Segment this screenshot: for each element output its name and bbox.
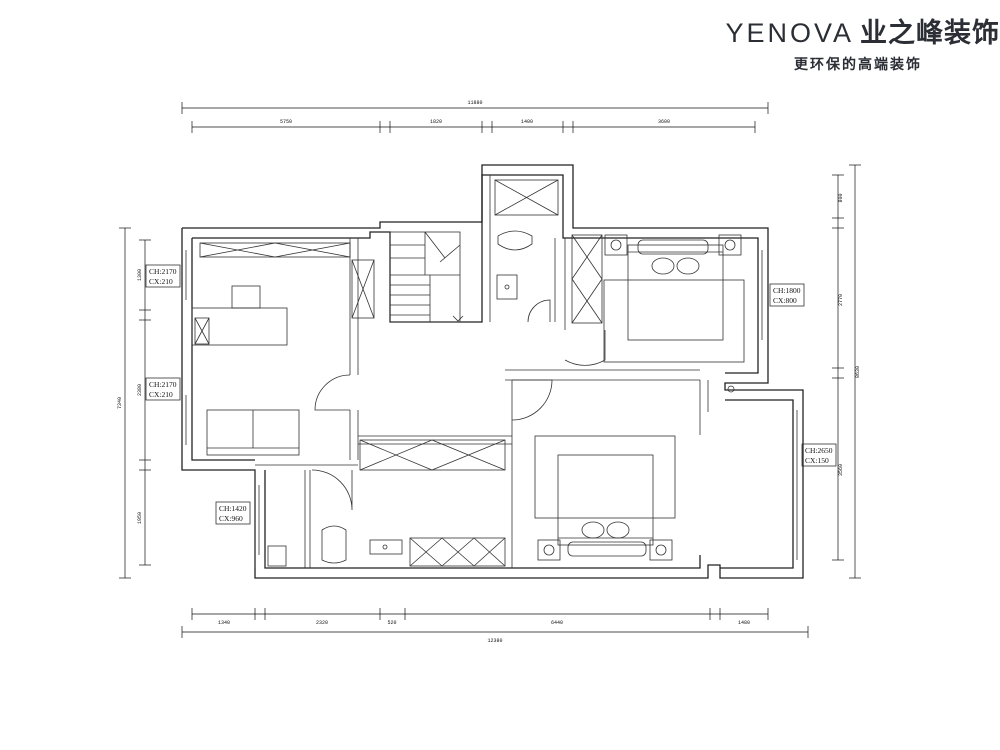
dim-bottom-seg-5: 1480	[738, 620, 750, 626]
window-label-5-ch: CH:2650	[805, 446, 833, 455]
window-label-3-ch: CH:1420	[219, 504, 247, 513]
dim-right-seg-3: 3560	[838, 464, 844, 476]
right-dimensions: 800 2770 3560 8630	[832, 164, 861, 579]
dim-right-overall: 8630	[855, 366, 861, 378]
window-label-2-cx: CX:210	[149, 390, 173, 399]
dim-top-overall: 11880	[467, 100, 482, 106]
brand-name-latin: YENOVA	[725, 18, 854, 48]
study-furniture	[191, 285, 300, 456]
brand-tagline: 更环保的高端装饰	[794, 57, 922, 73]
bottom-dimensions: 1340 2320 520 6440 1480 12380	[181, 608, 809, 644]
window-label-1-ch: CH:2170	[149, 267, 177, 276]
bedroom-1	[603, 234, 745, 363]
dim-left-seg-1: 1300	[137, 269, 143, 281]
doors	[311, 299, 606, 511]
exterior-walls	[181, 164, 804, 579]
dim-right-seg-1: 800	[838, 193, 844, 202]
windows	[185, 250, 798, 560]
window-label-3-cx: CX:960	[219, 514, 243, 523]
top-dimensions: 11880 5750 1820 1400 3600	[181, 100, 769, 133]
left-dimensions: 7340 1300 2380 1950	[117, 227, 151, 579]
wardrobes	[194, 234, 603, 567]
dim-bottom-seg-2: 2320	[316, 620, 328, 626]
dim-top-seg-2: 1820	[430, 119, 442, 125]
bedroom-2	[534, 435, 676, 561]
window-labels: CH:2170 CX:210 CH:2170 CX:210 CH:1420 CX…	[145, 264, 837, 525]
dim-bottom-seg-1: 1340	[218, 620, 230, 626]
dim-top-seg-4: 3600	[658, 119, 670, 125]
dim-left-seg-3: 1950	[137, 512, 143, 524]
staircase	[389, 231, 464, 323]
brand-name-cn: 业之峰装饰	[860, 18, 1000, 49]
dim-top-seg-3: 1400	[521, 119, 533, 125]
dim-bottom-seg-3: 520	[387, 620, 396, 626]
window-label-4-cx: CX:800	[773, 296, 797, 305]
drain-icon	[727, 385, 735, 393]
dim-bottom-overall: 12380	[487, 638, 502, 644]
window-label-1-cx: CX:210	[149, 277, 173, 286]
window-label-5-cx: CX:150	[805, 456, 829, 465]
dim-left-overall: 7340	[117, 397, 123, 409]
dim-bottom-seg-4: 6440	[551, 620, 563, 626]
bathroom-fixtures	[267, 179, 559, 567]
dim-top-seg-1: 5750	[280, 119, 292, 125]
dim-left-seg-2: 2380	[137, 384, 143, 396]
window-label-2-ch: CH:2170	[149, 380, 177, 389]
dim-right-seg-2: 2770	[838, 294, 844, 306]
window-label-4-ch: CH:1800	[773, 286, 801, 295]
